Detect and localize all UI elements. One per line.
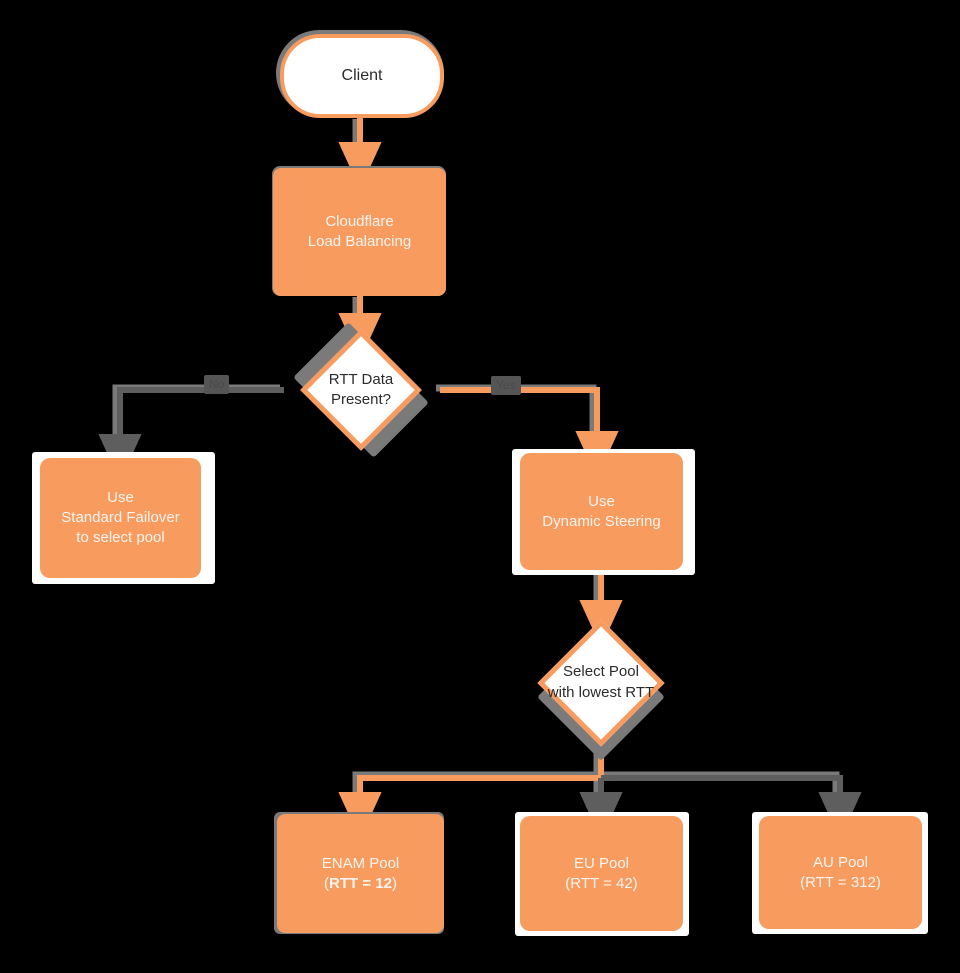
node-au-pool[interactable]: AU Pool (RTT = 312) <box>759 816 922 929</box>
select-pool-label: Select Pool with lowest RTT <box>548 662 654 703</box>
enam-pool-paren-close: ) <box>391 874 397 892</box>
enam-pool-line1: ENAM Pool <box>321 854 400 872</box>
rtt-decision-line1: RTT Data <box>328 370 394 388</box>
node-client-label: Client <box>341 67 383 85</box>
select-pool-line1: Select Pool <box>563 663 639 681</box>
node-load-balancing[interactable]: Cloudflare Load Balancing <box>273 168 446 296</box>
select-pool-line2: with lowest RTT <box>547 683 655 701</box>
load-balancing-line2: Load Balancing <box>307 233 412 250</box>
enam-pool-rtt-value: RTT = 12 <box>329 874 392 892</box>
node-rtt-decision[interactable]: RTT Data Present? <box>281 329 441 451</box>
node-select-pool[interactable]: Select Pool with lowest RTT <box>512 618 690 747</box>
rtt-decision-line2: Present? <box>330 391 392 408</box>
au-pool-line2: (RTT = 312) <box>800 873 881 891</box>
wire-inactive <box>98 387 862 840</box>
node-client[interactable]: Client <box>280 34 444 118</box>
standard-failover-line1: Use <box>107 489 134 507</box>
enam-pool-paren-open: ( <box>324 874 330 892</box>
node-dynamic-steering[interactable]: Use Dynamic Steering <box>520 453 683 570</box>
standard-failover-line3: to select pool <box>76 528 165 546</box>
edge-label-rtt-yes: Yes <box>491 376 521 395</box>
node-enam-pool[interactable]: ENAM Pool (RTT = 12) <box>277 814 444 933</box>
dynamic-steering-line2: Dynamic Steering <box>542 512 661 530</box>
wire-shadows <box>112 119 840 812</box>
rtt-decision-label: RTT Data Present? <box>329 370 393 411</box>
edge-label-rtt-no: No <box>204 375 230 394</box>
node-eu-pool[interactable]: EU Pool (RTT = 42) <box>520 816 683 931</box>
standard-failover-line2: Standard Failover <box>61 509 180 527</box>
eu-pool-line1: EU Pool <box>573 854 630 872</box>
enam-pool-line2: (RTT = 12) <box>324 874 397 894</box>
load-balancing-line1: Cloudflare <box>325 213 394 231</box>
dynamic-steering-line1: Use <box>588 492 615 510</box>
au-pool-line1: AU Pool <box>812 853 869 871</box>
eu-pool-line2: (RTT = 42) <box>565 874 638 892</box>
node-standard-failover[interactable]: Use Standard Failover to select pool <box>40 458 201 578</box>
